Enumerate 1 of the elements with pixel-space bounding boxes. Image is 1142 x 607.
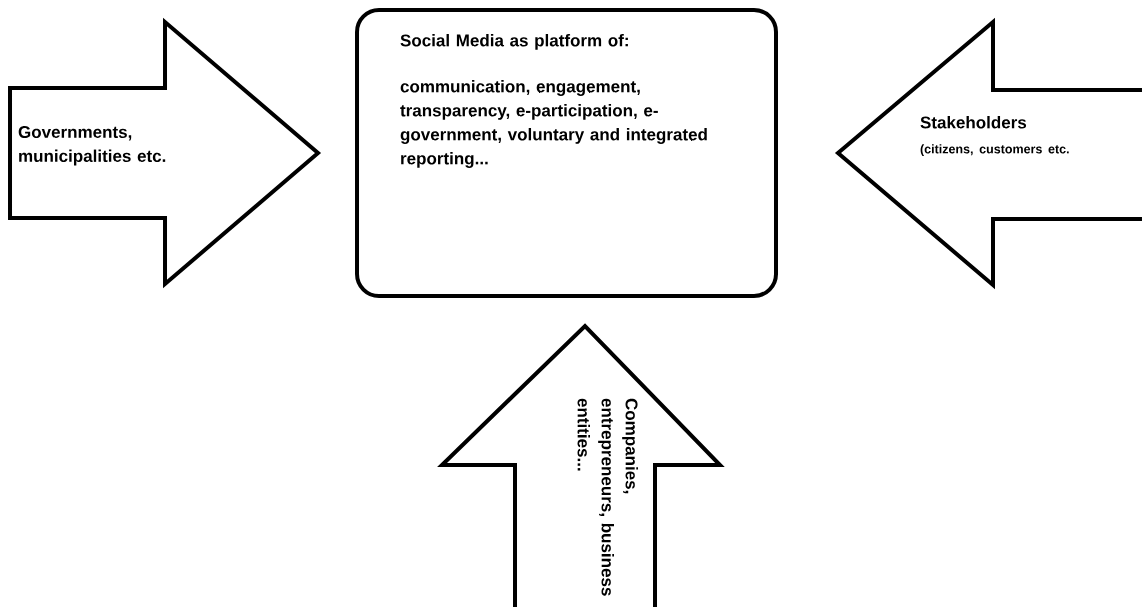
rounded-box: Social Media as platform of: communication, engagement, transparency, e-participation, e-government, voluntary and integrated reporting...	[355, 8, 778, 298]
